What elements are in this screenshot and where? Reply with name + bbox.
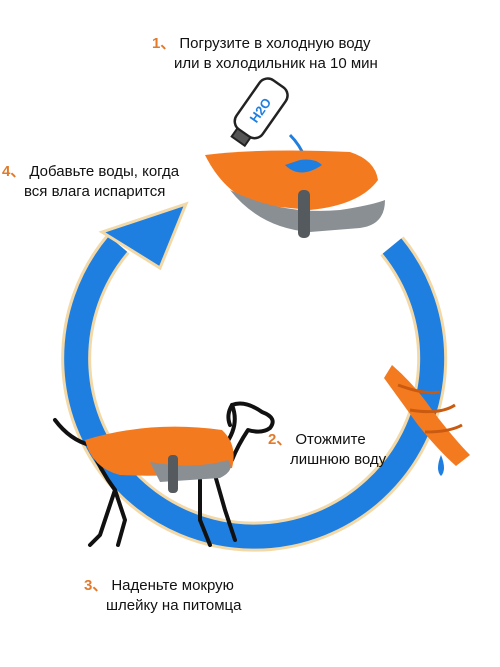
cycle-arrow [61,201,448,552]
wrung-vest-icon [384,365,470,466]
step-text: шлейку на питомца [106,597,242,614]
step-2: 2、Отожмите лишнюю воду [268,430,386,470]
dog-vest [85,426,234,493]
step-text: Наденьте мокрую [111,577,234,594]
step-number: 4、 [2,163,26,180]
step-text: Погрузите в холодную воду [179,35,371,52]
cycle-arrowhead [98,201,189,271]
step-text: Добавьте воды, когда [29,163,180,180]
cooling-vest-icon [205,150,385,238]
step-4: 4、Добавьте воды, когда вся влага испарит… [2,162,179,202]
water-bottle-icon: H2O [230,77,289,148]
water-drop-icon [438,455,444,476]
step-text: или в холодильник на 10 мин [174,55,378,72]
step-text: вся влага испарится [24,183,166,200]
step-text: лишнюю воду [290,451,387,468]
step-number: 2、 [268,431,292,448]
dog-with-vest-icon [53,401,275,547]
step-text: Отожмите [295,431,366,448]
step-3: 3、Наденьте мокрую шлейку на питомца [84,576,242,616]
step-1: 1、Погрузите в холодную воду или в холоди… [152,34,378,74]
step-number: 1、 [152,35,176,52]
step-number: 3、 [84,577,108,594]
